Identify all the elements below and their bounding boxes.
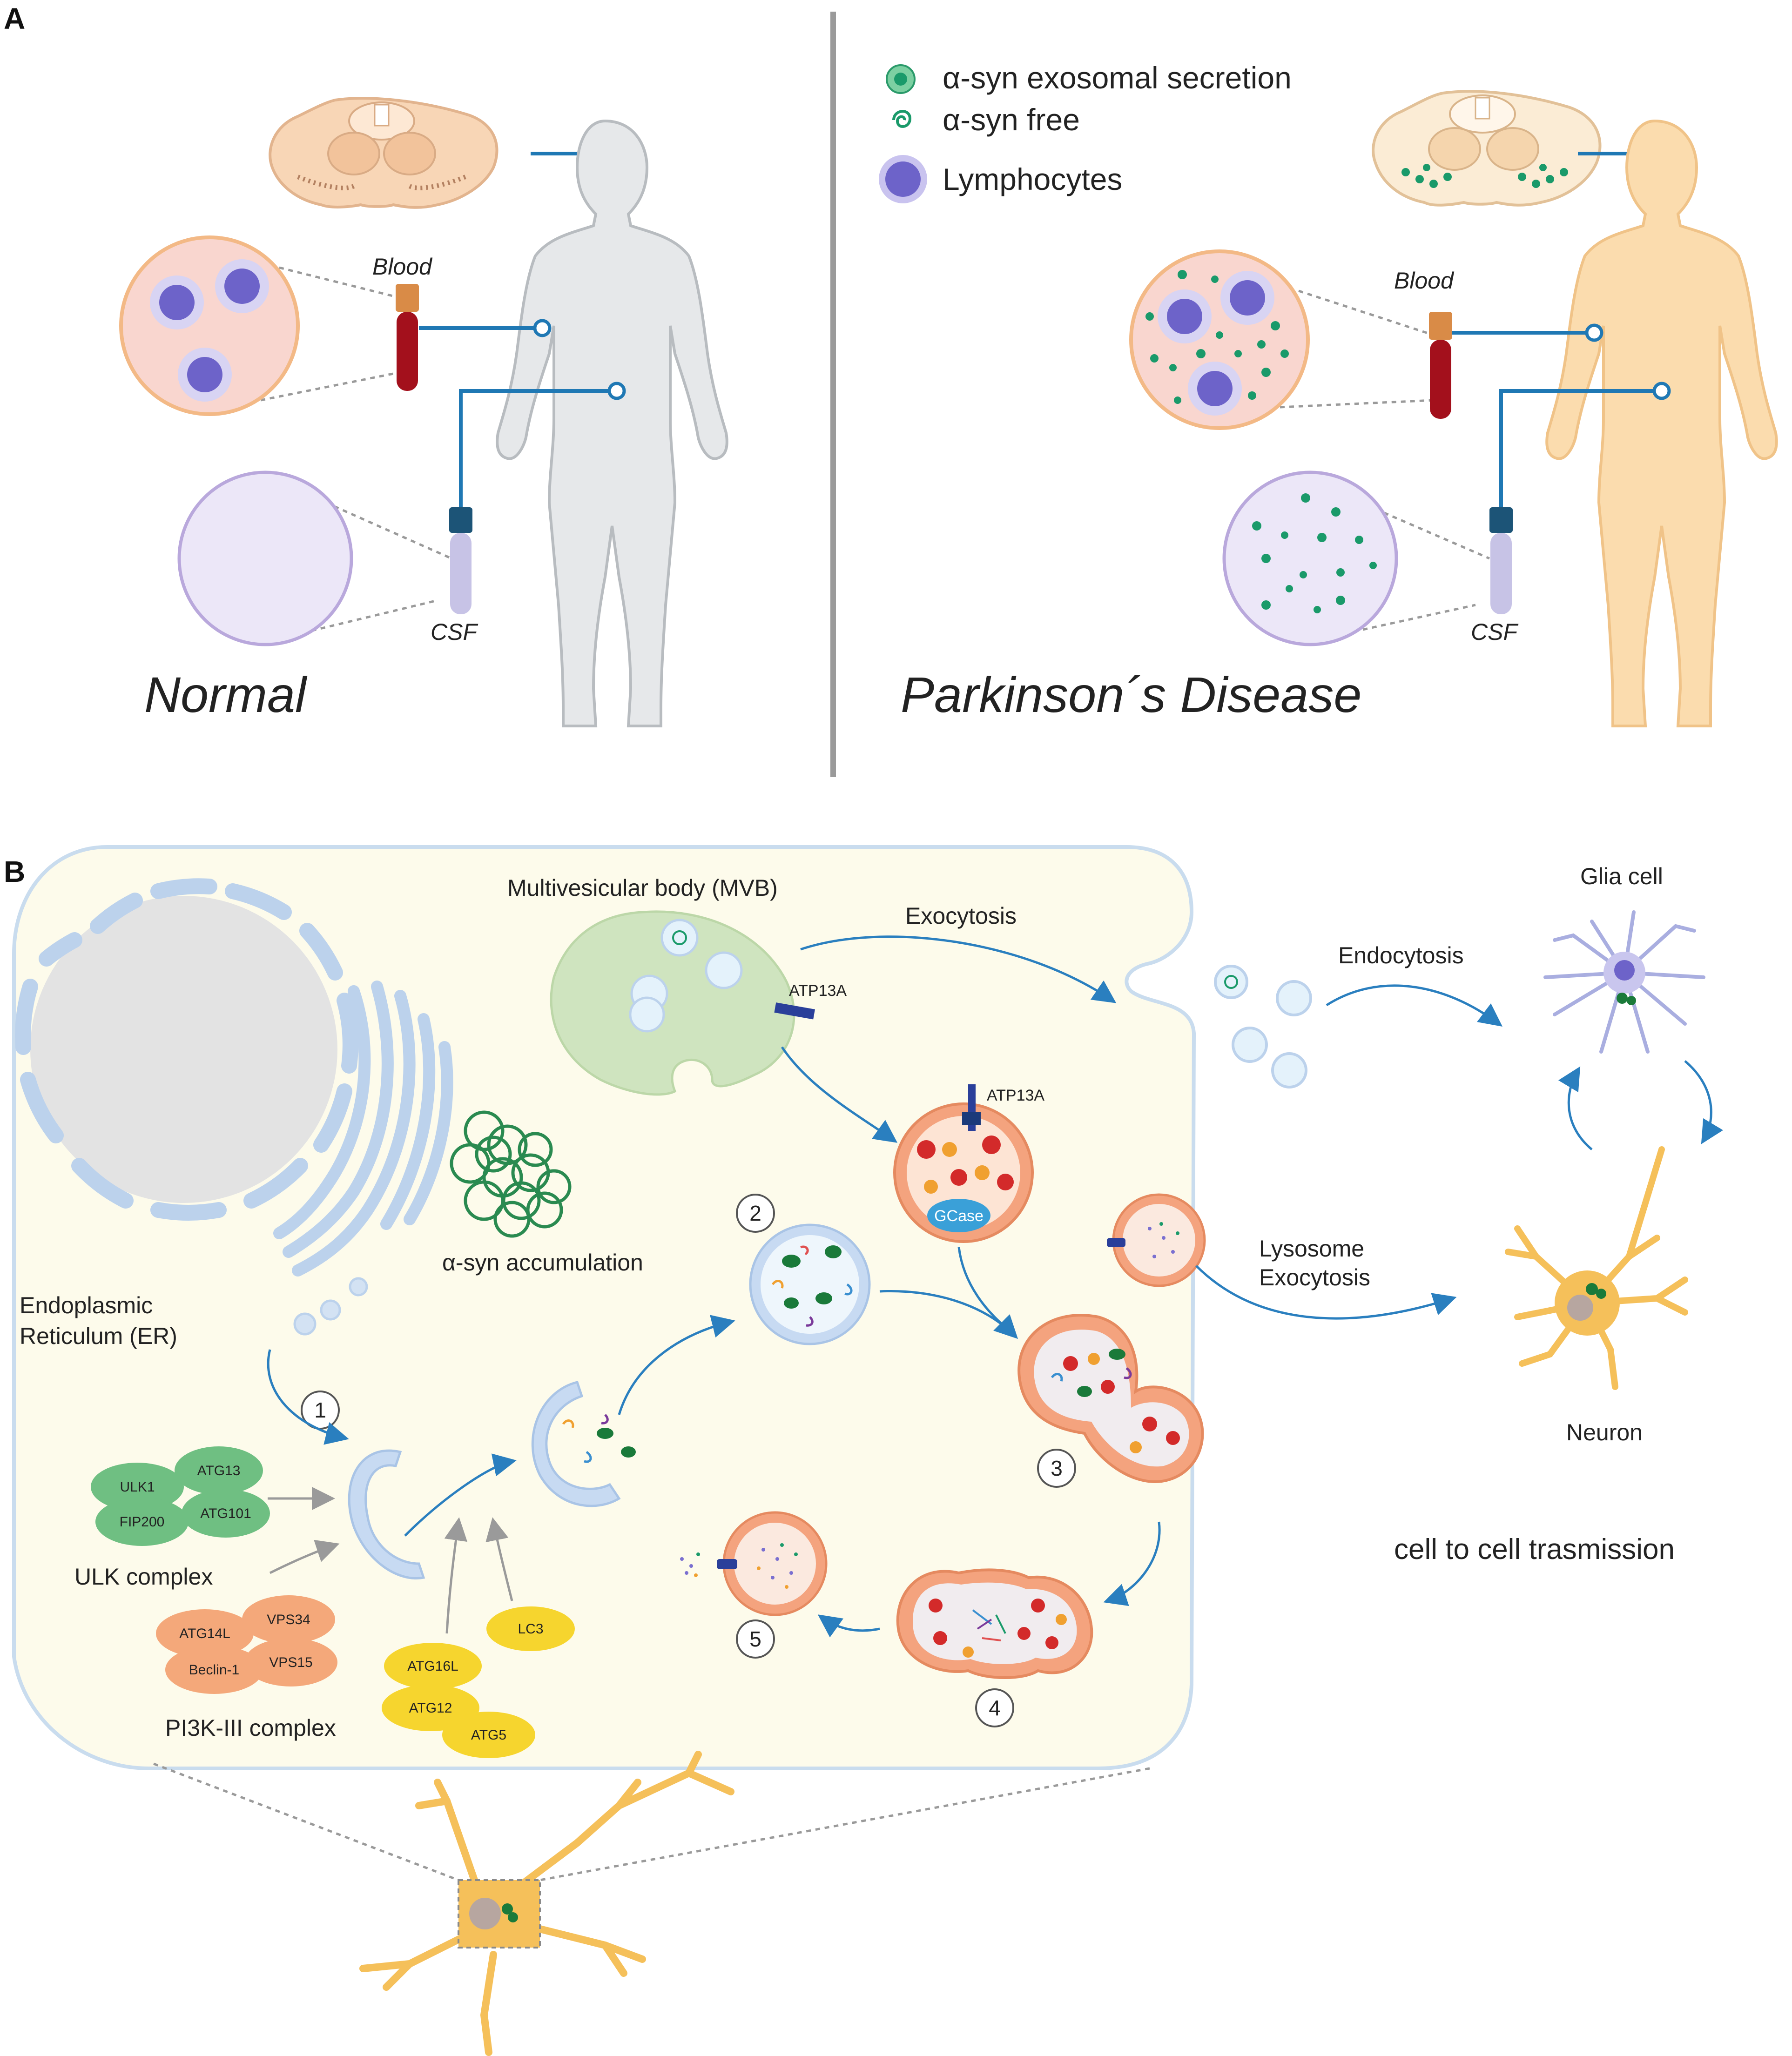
normal-body-silhouette: [496, 119, 728, 727]
atg-conjugation: ATG16L ATG12 ATG5 LC3: [382, 1606, 575, 1758]
ulk-complex: ULK1 ATG13 FIP200 ATG101: [91, 1446, 270, 1546]
protein-vps15: VPS15: [269, 1655, 312, 1670]
protein-atg101: ATG101: [200, 1506, 251, 1521]
protein-atg13: ATG13: [197, 1463, 241, 1478]
asyn-accumulation-icon: [450, 1110, 572, 1238]
pd-title: Parkinson´s Disease: [901, 666, 1361, 723]
pd-blood-asyn: [1145, 270, 1289, 404]
autolysosome: [896, 1568, 1093, 1679]
protein-vps34: VPS34: [267, 1612, 310, 1627]
endoplasmic-reticulum: [273, 981, 453, 1277]
atp13a-pump-icon: [774, 1002, 815, 1020]
residual-lysosome: [717, 1511, 828, 1616]
step-1: 1: [314, 1398, 326, 1422]
normal-csf-connector: [459, 389, 610, 507]
pd-csf-asyn: [1252, 493, 1377, 613]
released-particles: [680, 1552, 700, 1577]
glia-label: Glia cell: [1580, 863, 1663, 889]
cell-to-cell-label: cell to cell trasmission: [1394, 1533, 1675, 1566]
nuclear-envelope: [15, 878, 358, 1221]
step-2: 2: [749, 1201, 761, 1225]
normal-blood-tube-icon: [396, 284, 419, 391]
normal-csf-zoom: [177, 470, 353, 646]
lysosome-exocytosis-organelle: [1107, 1193, 1206, 1287]
pd-blood-label: Blood: [1394, 268, 1455, 294]
atp13a-label-1: ATP13A: [789, 982, 847, 1000]
step-markers: 1 2 3 4 5: [301, 1194, 1076, 1727]
pi3k-complex: ATG14L VPS34 Beclin-1 VPS15: [156, 1595, 337, 1694]
protein-lc3: LC3: [518, 1621, 543, 1637]
pd-csf-label: CSF: [1471, 619, 1518, 645]
panel-b-letter: B: [4, 855, 25, 888]
panel-a-letter: A: [4, 2, 25, 35]
legend-lymphocytes: Lymphocytes: [943, 162, 1122, 196]
asyn-accumulation-label: α-syn accumulation: [442, 1250, 643, 1276]
step-5: 5: [749, 1627, 761, 1651]
er-label-line2: Reticulum (ER): [20, 1323, 177, 1349]
pd-lymphocytes: [1158, 271, 1274, 416]
step-4: 4: [989, 1696, 1001, 1720]
protein-atg16l: ATG16L: [407, 1659, 458, 1674]
gcase-label: GCase: [934, 1207, 984, 1225]
autophagosome: [749, 1223, 871, 1345]
normal-csf-label: CSF: [431, 619, 478, 645]
normal-csf-tube-icon: [449, 507, 472, 614]
neuron-right-icon: [1505, 1146, 1688, 1390]
pd-body-silhouette: [1545, 119, 1778, 727]
lysosome-exocytosis-line1: Lysosome: [1259, 1236, 1364, 1262]
mvb-label: Multivesicular body (MVB): [507, 875, 778, 901]
protein-beclin1: Beclin-1: [189, 1662, 239, 1678]
endocytosis-label: Endocytosis: [1338, 942, 1464, 968]
normal-brain-section-icon: [269, 97, 499, 209]
ulk-complex-label: ULK complex: [74, 1564, 213, 1590]
protein-fip200: FIP200: [120, 1514, 165, 1530]
protein-atg5: ATG5: [471, 1727, 506, 1743]
legend: α-syn exosomal secretion α-syn free Lymp…: [879, 60, 1292, 203]
er-label-line1: Endoplasmic: [20, 1292, 153, 1318]
neuron-bottom-icon: [359, 1751, 734, 2056]
legend-exosomal: α-syn exosomal secretion: [943, 60, 1292, 95]
protein-atg14l: ATG14L: [179, 1626, 230, 1641]
endocytosis-arrow: [1326, 984, 1503, 1027]
pd-csf-tube-icon: [1489, 507, 1513, 614]
phagophore: [348, 1449, 425, 1579]
pd-blood-tube-icon: [1429, 312, 1452, 419]
protein-atg12: ATG12: [409, 1700, 452, 1716]
lysosome-gcase: GCase: [893, 1084, 1034, 1243]
legend-free: α-syn free: [943, 102, 1080, 137]
nucleus: [30, 896, 337, 1203]
protein-ulk1: ULK1: [120, 1479, 155, 1495]
exocytosis-arrow: [800, 935, 1117, 1003]
normal-lymphocytes: [150, 259, 269, 402]
pi3k-complex-label: PI3K-III complex: [165, 1715, 336, 1741]
neuron-label: Neuron: [1566, 1419, 1643, 1445]
normal-title: Normal: [144, 666, 308, 723]
atp13a-label-2: ATP13A: [987, 1087, 1044, 1104]
lysosome-exocytosis-line2: Exocytosis: [1259, 1264, 1370, 1290]
pd-brain-section-icon: [1372, 90, 1602, 207]
exocytosis-label: Exocytosis: [905, 903, 1017, 929]
autolysosome-fusion: [1017, 1314, 1204, 1483]
exosomes: [1214, 965, 1312, 1088]
step-3: 3: [1051, 1456, 1063, 1480]
normal-blood-label: Blood: [372, 254, 433, 280]
pd-csf-zoom: [1222, 470, 1398, 646]
autophagosome-forming: [531, 1381, 636, 1507]
